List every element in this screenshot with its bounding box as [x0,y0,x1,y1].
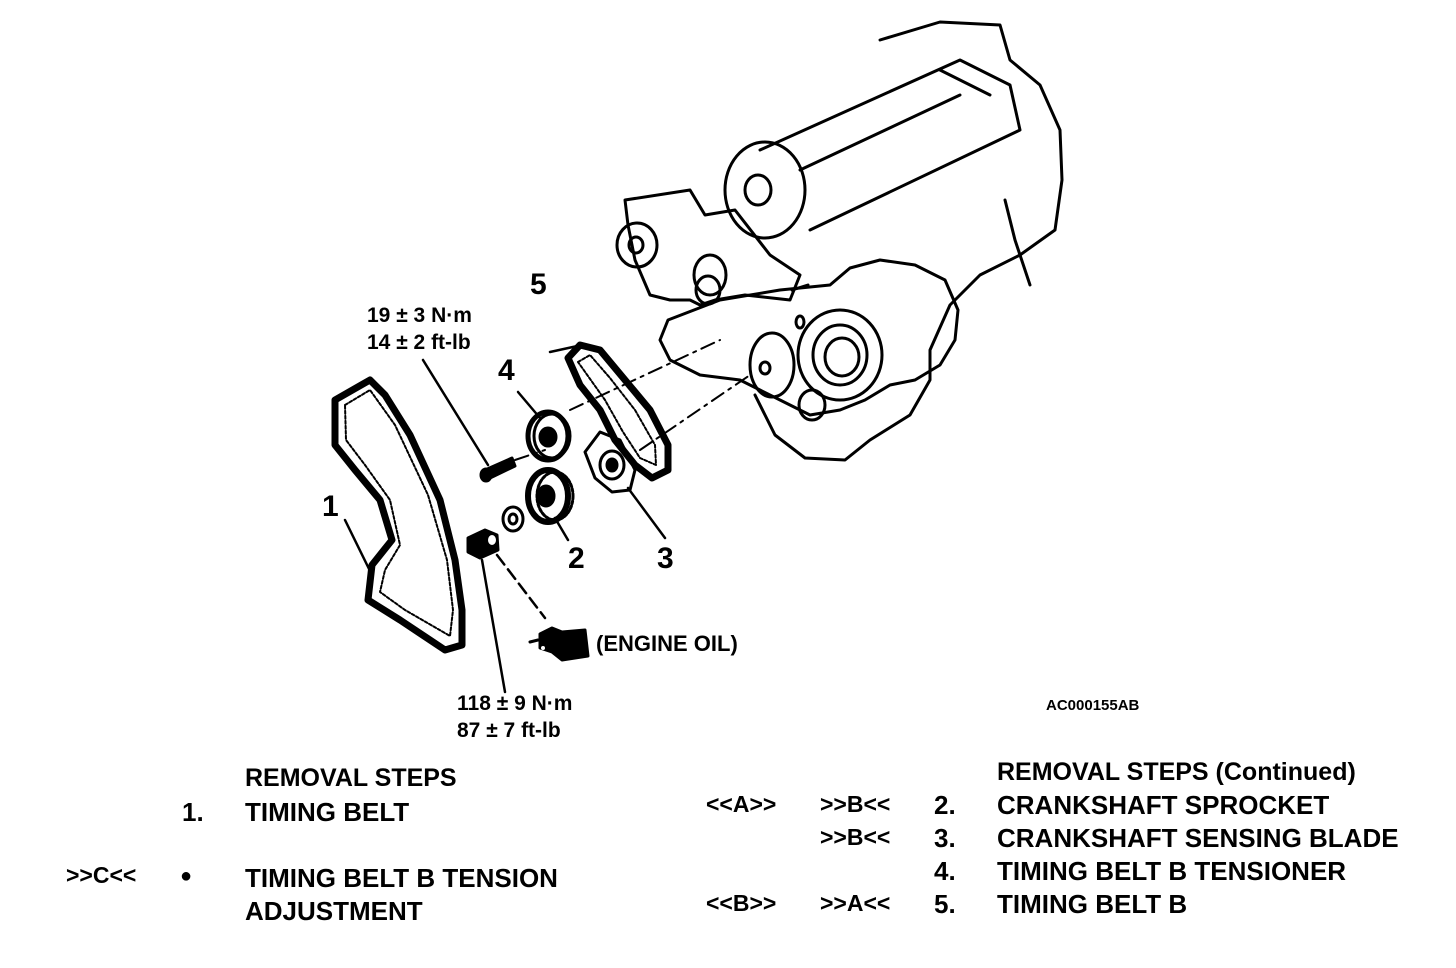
callout-2: 2 [568,542,585,575]
removal-steps-title: REMOVAL STEPS [245,764,457,792]
torque-spec-crank-bolt: 118 ± 9 N·m 87 ± 7 ft-lb [457,690,572,744]
tensioner-bolt [479,456,517,483]
step-number: 2. [934,790,956,820]
torque-metric: 118 ± 9 N·m [457,692,573,715]
timing-belt [331,376,466,654]
installation-mark: >>B<< [820,824,891,850]
washer [501,505,525,533]
step-number: 4. [934,856,956,886]
crankshaft-sensing-blade [583,430,637,494]
step-number: 5. [934,889,956,919]
timing-belt-b-tensioner [525,409,572,463]
step-text: TIMING BELT [245,797,410,827]
callout-1: 1 [322,490,339,523]
step-text-continued: ADJUSTMENT [245,896,423,926]
figure-code: AC000155AB [1046,697,1140,714]
upper-pulley [723,140,807,240]
step-text: TIMING BELT B TENSION [245,863,558,893]
crankshaft-sprocket [525,467,575,525]
callout-3: 3 [657,542,674,575]
idler-boss [615,221,659,269]
removal-mark: <<A>> [706,791,777,817]
crankshaft-bolt [466,528,500,560]
service-point-mark: >>C<< [66,862,137,888]
torque-imperial: 87 ± 7 ft-lb [457,719,561,742]
torque-spec-tensioner-bolt: 19 ± 3 N·m 14 ± 2 ft-lb [367,302,472,356]
bullet-icon: ● [180,865,193,887]
small-boss [692,253,728,297]
crank-pulley [748,331,796,399]
installation-mark: >>A<< [820,890,891,916]
callout-4: 4 [498,354,515,387]
step-text: CRANKSHAFT SPROCKET [997,790,1330,820]
leader-lines [343,343,667,694]
torque-metric: 19 ± 3 N·m [367,304,472,327]
step-number: 3. [934,823,956,853]
lubricant-note: (ENGINE OIL) [596,631,738,656]
alignment-lines [514,339,751,461]
step-text: TIMING BELT B [997,889,1188,919]
oil-can-icon [528,626,590,662]
torque-imperial: 14 ± 2 ft-lb [367,331,471,354]
step-number: 1. [182,797,204,827]
removal-mark: <<B>> [706,890,777,916]
lower-boss [797,388,827,422]
step-text: CRANKSHAFT SENSING BLADE [997,823,1399,853]
removal-steps-continued-title: REMOVAL STEPS (Continued) [997,758,1356,786]
timing-belt-b [564,341,672,482]
step-text: TIMING BELT B TENSIONER [997,856,1347,886]
oil-pump-pulley [796,308,884,402]
installation-mark: >>B<< [820,791,891,817]
engine-block [615,20,1064,462]
callout-5: 5 [530,268,547,301]
